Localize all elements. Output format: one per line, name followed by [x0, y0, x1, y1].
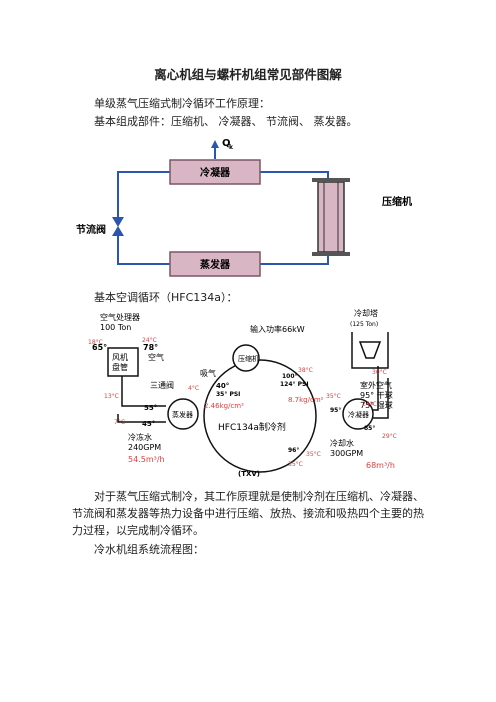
cooling-gpm: 300GPM [330, 449, 363, 458]
diagram-text: 4°C [188, 385, 199, 392]
diagram-text: 24°C [142, 337, 157, 344]
throttle-valve-icon [112, 217, 124, 236]
diagram-text: 40° [216, 382, 229, 390]
chilled-gpm: 240GPM [128, 443, 161, 452]
heat-label: Q [222, 138, 231, 149]
chilled-water-label: 冷冻水 [128, 432, 152, 442]
cooling-flow: 68m³/h [366, 461, 395, 470]
suction-label: 吸气 [200, 368, 216, 378]
diagram-text: 96° [288, 447, 299, 454]
dry-bulb-label: 95° 干球 [360, 390, 393, 400]
compressor-label-2: 压缩机 [238, 354, 259, 363]
refrigerant-label: HFC134a制冷剂 [218, 421, 286, 433]
section-3-heading: 冷水机组系统流程图： [94, 543, 204, 556]
fan-coil-box: 风机 盘管 [107, 347, 139, 377]
cooling-tower-label: 冷却塔 [354, 308, 378, 318]
valve-label: 节流阀 [76, 223, 106, 236]
power-input-label: 输入功率66kW [250, 324, 305, 334]
body-paragraph: 对于蒸气压缩式制冷，其工作原理就是使制冷剂在压缩机、冷凝器、节流阀和蒸发器等热力… [72, 490, 424, 537]
diagram-text: 55° [144, 404, 157, 412]
wet-bulb-label: 75° 湿球 [360, 400, 393, 410]
diagram-text: 95° [330, 407, 341, 414]
intro-line-2: 基本组成部件：压缩机、 冷凝器、 节流阀、 蒸发器。 [94, 115, 358, 128]
diagram-text: 100° [282, 373, 298, 380]
intro-line-1: 单级蒸气压缩式制冷循环工作原理： [94, 97, 270, 110]
evaporator-label-2: 蒸发器 [172, 410, 193, 419]
condenser-label-2: 冷凝器 [348, 410, 369, 419]
air-handler-capacity: 100 Ton [100, 323, 131, 332]
three-way-valve-label: 三通阀 [150, 380, 174, 390]
cooling-water-label: 冷却水 [330, 438, 354, 448]
txv-label: (TXV) [238, 470, 260, 478]
diagram-text: 8.7kg/cm² [288, 396, 324, 404]
diagram-text: 65° [92, 343, 107, 352]
diagram-text: 35°C [288, 461, 303, 468]
evaporator-box: 蒸发器 [169, 251, 261, 277]
diagram-text: 盘管 [112, 362, 128, 372]
ac-cycle-diagram: 空气处理器 100 Ton 18°C 65° 24°C 78° 风机 盘管 空气… [88, 308, 397, 478]
cooling-tower-icon [351, 332, 389, 369]
diagram-text: 35°C [326, 393, 341, 400]
diagram-text: 35°C [306, 451, 321, 458]
outdoor-air-label: 室外空气 [360, 380, 392, 390]
diagram-text: 35° PSI [216, 391, 240, 398]
diagram-text: 124° PSI [280, 381, 309, 388]
page-title: 离心机组与螺杆机组常见部件图解 [154, 67, 342, 82]
diagram-text: 85° [364, 425, 375, 432]
condenser-label: 冷凝器 [200, 166, 231, 179]
diagram-text: 38°C [298, 367, 313, 374]
diagram-text: 13°C [104, 393, 119, 400]
diagram-text: 18°C [88, 339, 103, 346]
heat-label-sub: k [229, 144, 234, 151]
air-handler-label: 空气处理器 [100, 312, 140, 322]
evaporator-label: 蒸发器 [200, 258, 231, 271]
compressor-label: 压缩机 [382, 195, 412, 208]
diagram-text: 30°C [372, 369, 387, 376]
condenser-box: 冷凝器 [169, 159, 261, 185]
diagram-text: 78° [143, 343, 158, 352]
section-2-heading: 基本空调循环（HFC134a）： [94, 291, 238, 304]
compressor-icon [312, 178, 350, 256]
refrigeration-cycle-diagram: 冷凝器 蒸发器 Q k 压缩机 节流阀 [76, 138, 412, 277]
diagram-text: 29°C [382, 433, 397, 440]
diagram-text: 风机 [112, 352, 128, 362]
tower-capacity: (125 Ton) [350, 321, 378, 328]
air-label: 空气 [148, 352, 164, 362]
diagram-text: 2.46kg/cm² [204, 402, 244, 410]
diagram-text: 45° [142, 420, 155, 428]
chilled-flow: 54.5m³/h [128, 455, 165, 464]
diagram-text: 24°C [362, 401, 377, 408]
